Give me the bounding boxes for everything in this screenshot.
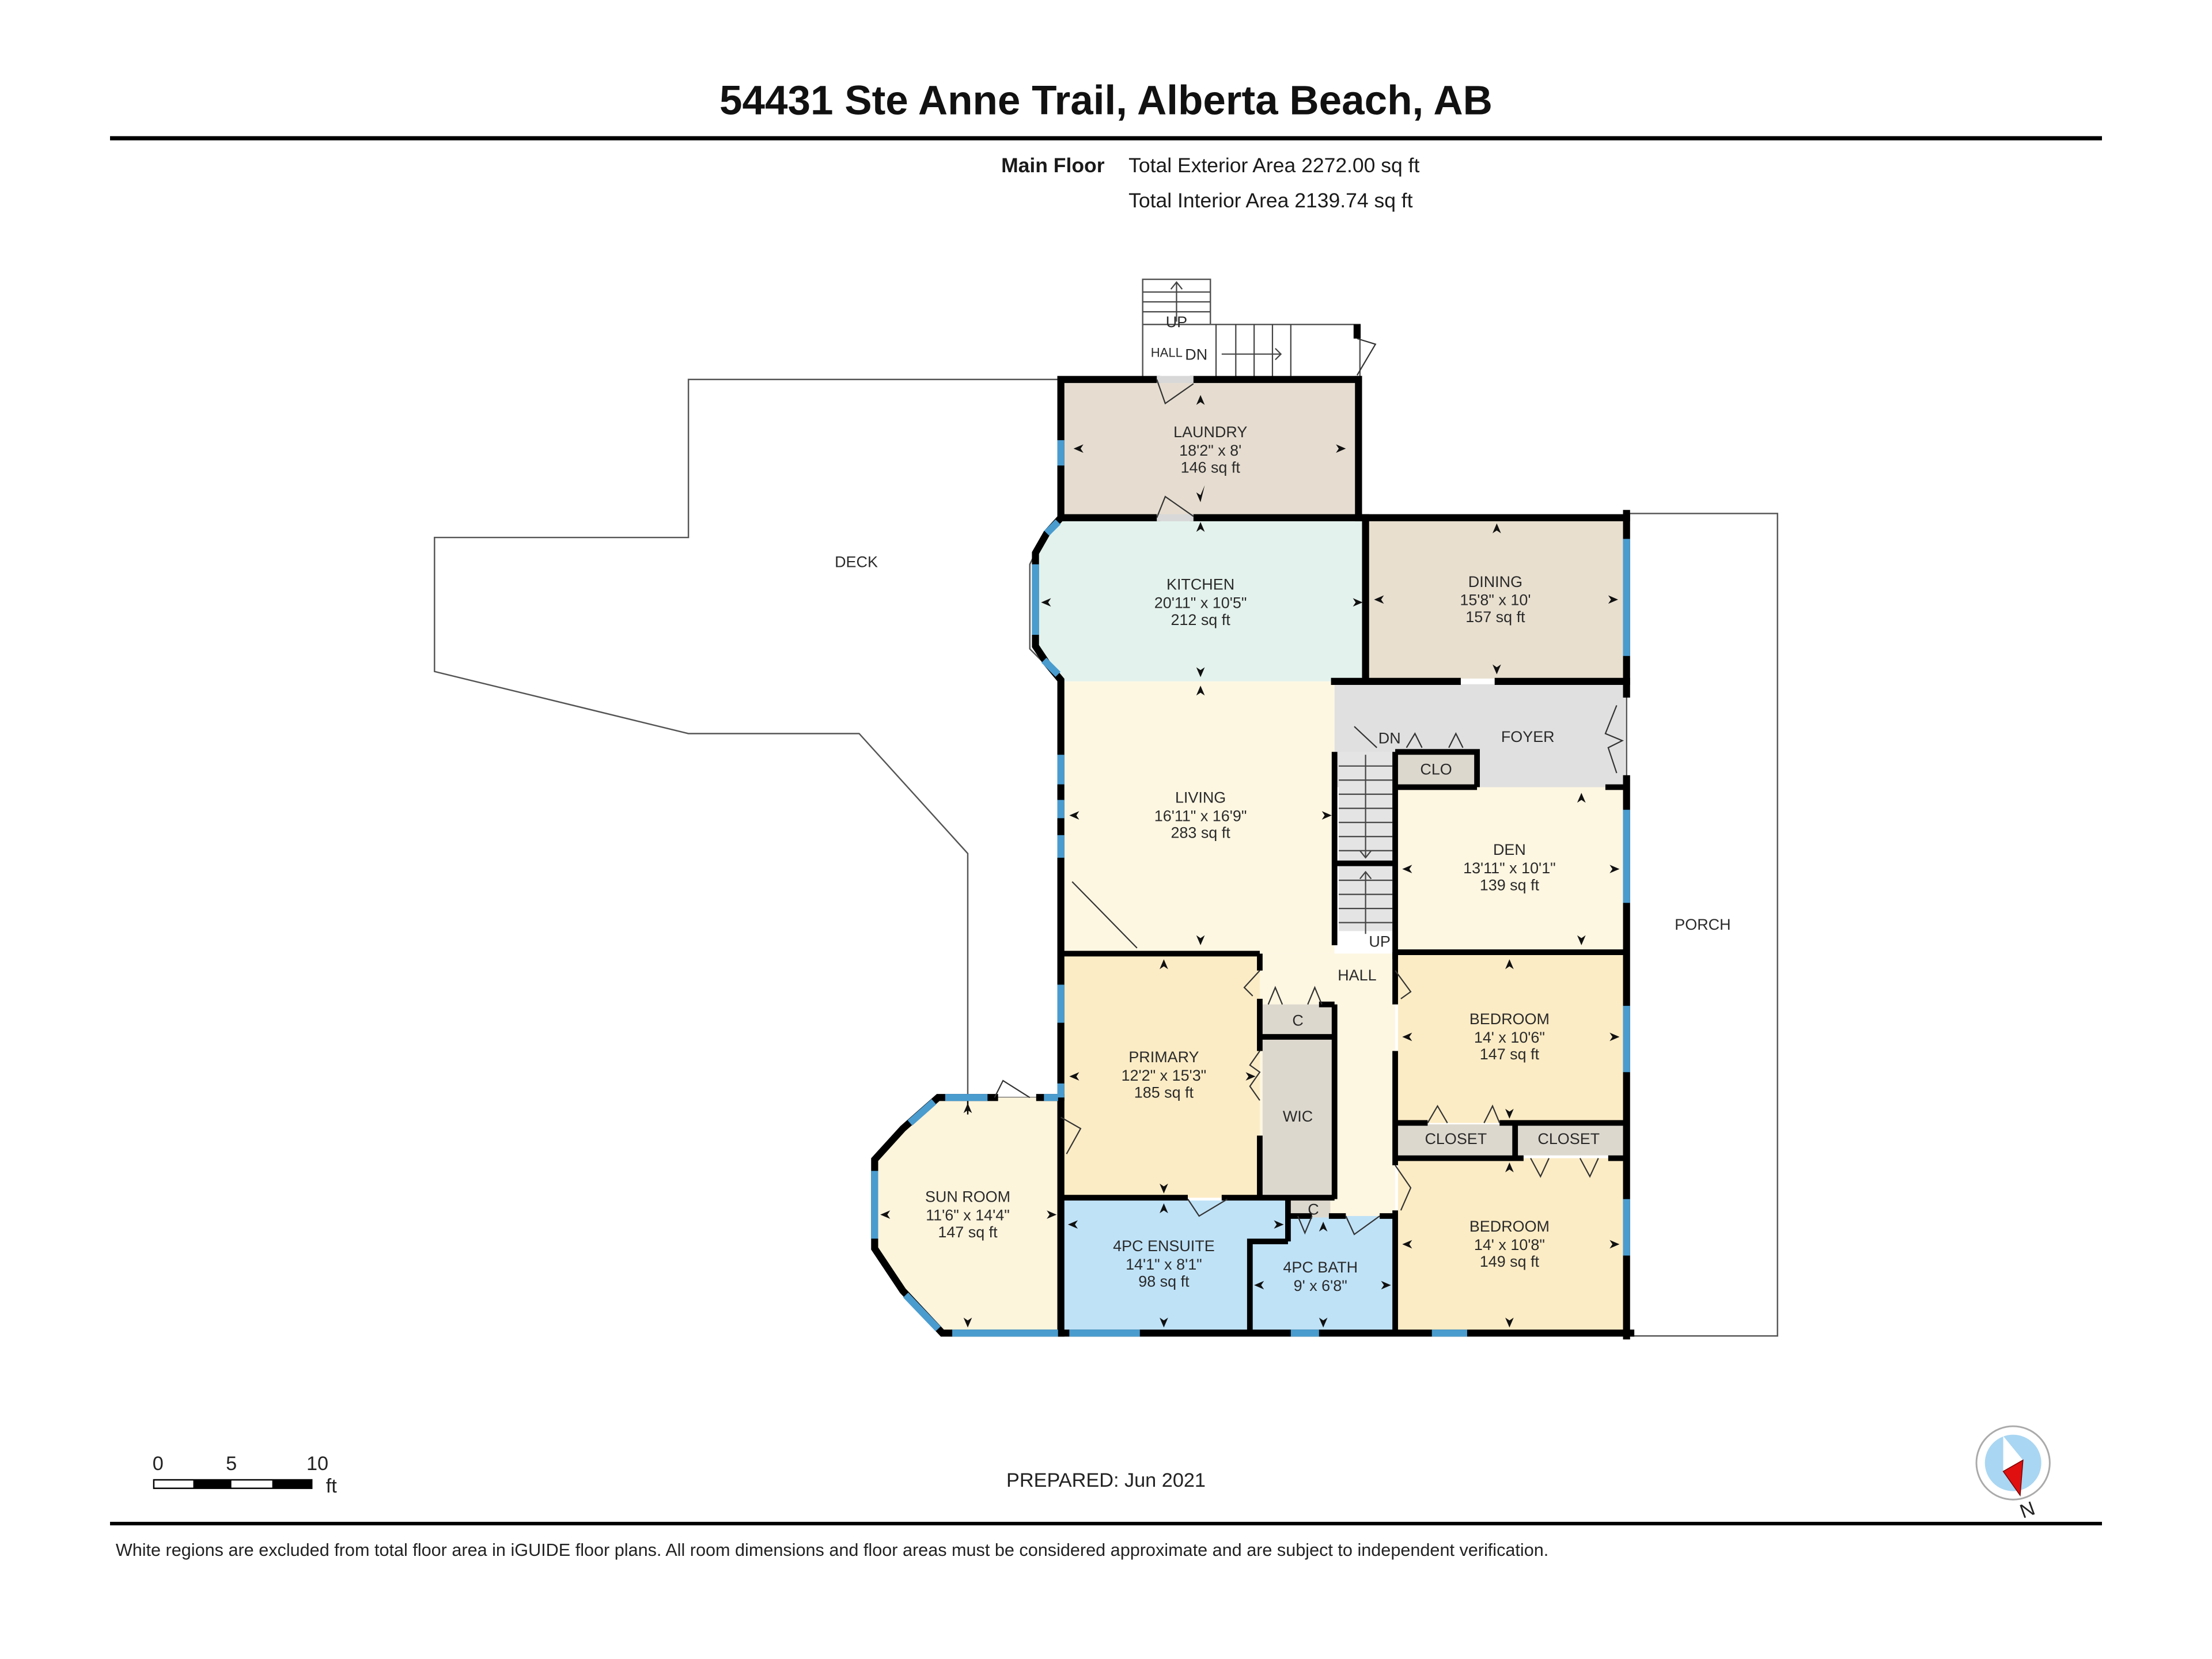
dn-label-top: DN bbox=[1185, 346, 1207, 363]
svg-text:BEDROOM: BEDROOM bbox=[1469, 1218, 1550, 1235]
room-bedroom-1[interactable] bbox=[1397, 953, 1624, 1123]
svg-text:9' x 6'8": 9' x 6'8" bbox=[1294, 1277, 1347, 1294]
closet-clo[interactable] bbox=[1397, 752, 1475, 786]
hall-top-label: HALL bbox=[1151, 346, 1183, 360]
svg-text:11'6" x 14'4": 11'6" x 14'4" bbox=[926, 1206, 1010, 1224]
room-bedroom-2[interactable] bbox=[1397, 1158, 1624, 1334]
svg-text:PRIMARY: PRIMARY bbox=[1128, 1048, 1199, 1066]
svg-text:14'1" x 8'1": 14'1" x 8'1" bbox=[1126, 1256, 1202, 1273]
label-foyer: FOYER bbox=[1501, 728, 1555, 745]
label-laundry: LAUNDRY 18'2" x 8' 146 sq ft bbox=[1173, 423, 1247, 476]
svg-text:DINING: DINING bbox=[1468, 573, 1522, 590]
closet-c1[interactable] bbox=[1262, 1004, 1334, 1036]
porch-label: PORCH bbox=[1675, 916, 1730, 933]
svg-text:LAUNDRY: LAUNDRY bbox=[1173, 423, 1247, 441]
label-c2: C bbox=[1308, 1201, 1319, 1218]
label-c1: C bbox=[1292, 1012, 1303, 1029]
floor-label: Main Floor bbox=[1001, 154, 1105, 177]
label-clo: CLO bbox=[1420, 760, 1452, 778]
label-closet-2: CLOSET bbox=[1537, 1130, 1600, 1147]
svg-text:KITCHEN: KITCHEN bbox=[1166, 576, 1234, 593]
label-primary: PRIMARY 12'2" x 15'3" 185 sq ft bbox=[1122, 1048, 1207, 1101]
label-dn-foyer: DN bbox=[1378, 730, 1401, 747]
svg-text:13'11" x 10'1": 13'11" x 10'1" bbox=[1463, 859, 1556, 877]
svg-text:4PC ENSUITE: 4PC ENSUITE bbox=[1113, 1237, 1215, 1255]
label-closet-1: CLOSET bbox=[1425, 1130, 1487, 1147]
room-bath[interactable] bbox=[1249, 1216, 1396, 1331]
room-kitchen[interactable] bbox=[1035, 517, 1366, 681]
exterior-area: Total Exterior Area 2272.00 sq ft bbox=[1128, 154, 1419, 177]
windows bbox=[871, 440, 1630, 1337]
svg-text:149 sq ft: 149 sq ft bbox=[1480, 1253, 1540, 1270]
room-wic[interactable] bbox=[1262, 1038, 1334, 1196]
svg-text:15'8" x 10': 15'8" x 10' bbox=[1460, 592, 1531, 609]
svg-text:18'2" x 8': 18'2" x 8' bbox=[1179, 442, 1241, 459]
scale-bar: 0 5 10 ft bbox=[153, 1453, 337, 1497]
room-living[interactable] bbox=[1063, 681, 1335, 954]
page-title: 54431 Ste Anne Trail, Alberta Beach, AB bbox=[719, 78, 1493, 123]
svg-text:4PC BATH: 4PC BATH bbox=[1283, 1259, 1358, 1276]
svg-text:SUN ROOM: SUN ROOM bbox=[925, 1188, 1010, 1206]
label-up-hall: UP bbox=[1369, 933, 1390, 950]
interior-stairs bbox=[1339, 752, 1393, 934]
svg-text:12'2" x 15'3": 12'2" x 15'3" bbox=[1122, 1067, 1207, 1084]
svg-text:147 sq ft: 147 sq ft bbox=[1480, 1046, 1540, 1063]
disclaimer: White regions are excluded from total fl… bbox=[116, 1540, 1548, 1560]
label-hall: HALL bbox=[1338, 967, 1376, 984]
svg-text:DEN: DEN bbox=[1493, 841, 1526, 858]
svg-text:146 sq ft: 146 sq ft bbox=[1181, 459, 1241, 476]
compass-icon: N bbox=[1975, 1425, 2051, 1523]
svg-text:20'11" x 10'5": 20'11" x 10'5" bbox=[1154, 594, 1247, 612]
room-dining[interactable] bbox=[1368, 517, 1626, 679]
closet-2[interactable] bbox=[1518, 1124, 1624, 1156]
up-label-top: UP bbox=[1166, 313, 1187, 331]
svg-text:212 sq ft: 212 sq ft bbox=[1171, 611, 1230, 628]
room-primary[interactable] bbox=[1063, 955, 1260, 1198]
room-sunroom[interactable] bbox=[874, 1097, 1061, 1334]
label-dining: DINING 15'8" x 10' 157 sq ft bbox=[1460, 573, 1531, 626]
svg-text:14' x 10'6": 14' x 10'6" bbox=[1474, 1029, 1545, 1046]
label-sunroom: SUN ROOM 11'6" x 14'4" 147 sq ft bbox=[925, 1188, 1010, 1241]
svg-text:LIVING: LIVING bbox=[1175, 789, 1226, 806]
label-bedroom-2: BEDROOM 14' x 10'8" 149 sq ft bbox=[1469, 1218, 1550, 1270]
dimension-arrows bbox=[880, 395, 1620, 1328]
interior-area: Total Interior Area 2139.74 sq ft bbox=[1128, 189, 1412, 212]
room-ensuite[interactable] bbox=[1063, 1200, 1288, 1331]
deck-outline bbox=[434, 378, 1062, 1099]
closet-1[interactable] bbox=[1397, 1124, 1514, 1156]
label-ensuite: 4PC ENSUITE 14'1" x 8'1" 98 sq ft bbox=[1113, 1237, 1215, 1290]
svg-text:157 sq ft: 157 sq ft bbox=[1465, 608, 1525, 626]
label-kitchen: KITCHEN 20'11" x 10'5" 212 sq ft bbox=[1154, 576, 1247, 628]
scale-unit: ft bbox=[326, 1475, 338, 1497]
svg-text:185 sq ft: 185 sq ft bbox=[1134, 1084, 1194, 1101]
room-den[interactable] bbox=[1397, 787, 1624, 950]
label-den: DEN 13'11" x 10'1" 139 sq ft bbox=[1463, 841, 1556, 893]
label-bath: 4PC BATH 9' x 6'8" bbox=[1283, 1259, 1358, 1294]
prepared-date: PREPARED: Jun 2021 bbox=[1006, 1469, 1206, 1491]
deck-label: DECK bbox=[835, 553, 878, 570]
scale-tick-5: 5 bbox=[226, 1453, 237, 1475]
room-laundry[interactable] bbox=[1063, 382, 1359, 515]
svg-text:14' x 10'8": 14' x 10'8" bbox=[1474, 1236, 1545, 1253]
svg-text:283 sq ft: 283 sq ft bbox=[1171, 824, 1230, 842]
svg-text:BEDROOM: BEDROOM bbox=[1469, 1010, 1550, 1028]
svg-text:147 sq ft: 147 sq ft bbox=[938, 1224, 998, 1241]
svg-text:98 sq ft: 98 sq ft bbox=[1138, 1272, 1190, 1290]
label-living: LIVING 16'11" x 16'9" 283 sq ft bbox=[1154, 789, 1247, 841]
scale-tick-0: 0 bbox=[153, 1453, 164, 1475]
top-stairs bbox=[1142, 278, 1377, 380]
svg-text:139 sq ft: 139 sq ft bbox=[1480, 876, 1540, 893]
scale-tick-10: 10 bbox=[306, 1453, 328, 1475]
svg-text:16'11" x 16'9": 16'11" x 16'9" bbox=[1154, 807, 1247, 824]
label-wic: WIC bbox=[1283, 1108, 1313, 1125]
label-bedroom-1: BEDROOM 14' x 10'6" 147 sq ft bbox=[1469, 1010, 1550, 1063]
doors bbox=[994, 376, 1624, 1236]
compass-north-label: N bbox=[2017, 1497, 2037, 1522]
